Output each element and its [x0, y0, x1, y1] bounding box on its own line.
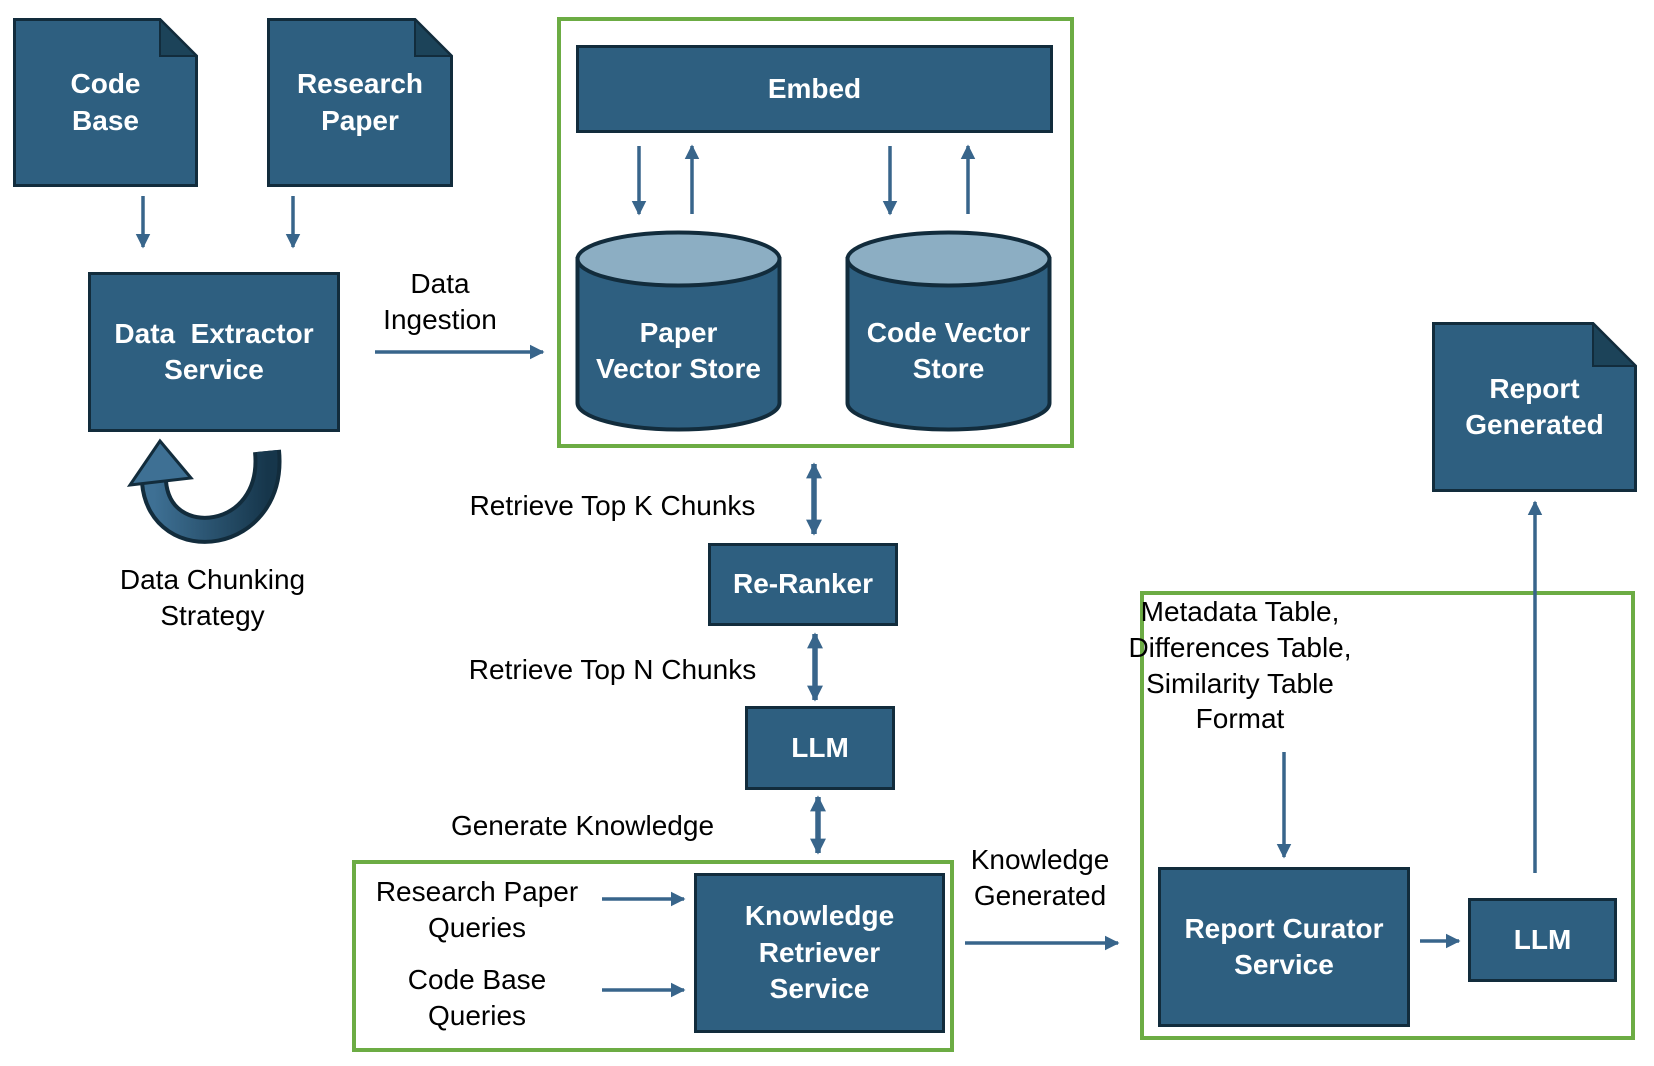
data-chunking-loop-arrow-icon — [126, 438, 282, 544]
research-paper-document: Research Paper — [267, 18, 453, 187]
code-vector-store-label: Code Vector Store — [866, 316, 1031, 384]
report-generated-document: Report Generated — [1432, 322, 1637, 492]
research-paper-label: Research Paper — [296, 68, 424, 136]
report-curator-group-frame — [1140, 591, 1635, 1040]
code-base-document: Code Base — [13, 18, 198, 187]
data-ingestion-label: Data Ingestion — [383, 268, 497, 335]
table-format-label: Metadata Table, Differences Table, Simil… — [1128, 596, 1352, 735]
knowledge-generated-label: Knowledge Generated — [970, 844, 1110, 911]
vector-store-group-frame — [557, 17, 1074, 448]
report-curator-service-node: Report Curator Service — [1158, 867, 1410, 1027]
research-paper-queries-label: Research Paper Queries — [375, 876, 579, 943]
llm-middle-node: LLM — [745, 706, 895, 790]
data-extractor-service-node: Data Extractor Service — [88, 272, 340, 432]
retrieve-top-k-label: Retrieve Top K Chunks — [469, 490, 756, 521]
report-generated-label: Report Generated — [1465, 372, 1604, 440]
code-base-label: Code Base — [70, 68, 141, 136]
data-chunking-strategy-label: Data Chunking Strategy — [119, 564, 306, 631]
llm-right-node: LLM — [1468, 898, 1617, 982]
re-ranker-node: Re-Ranker — [708, 543, 898, 626]
embed-node: Embed — [576, 45, 1053, 133]
generate-knowledge-label: Generate Knowledge — [450, 810, 715, 841]
code-base-queries-label: Code Base Queries — [407, 964, 547, 1031]
code-vector-store-cylinder: Code Vector Store — [845, 228, 1052, 432]
paper-vector-store-cylinder: Paper Vector Store — [575, 228, 782, 432]
paper-vector-store-label: Paper Vector Store — [596, 316, 761, 384]
knowledge-retriever-group-frame — [352, 860, 954, 1052]
knowledge-retriever-service-node: Knowledge Retriever Service — [694, 873, 945, 1033]
retrieve-top-n-label: Retrieve Top N Chunks — [468, 654, 757, 685]
